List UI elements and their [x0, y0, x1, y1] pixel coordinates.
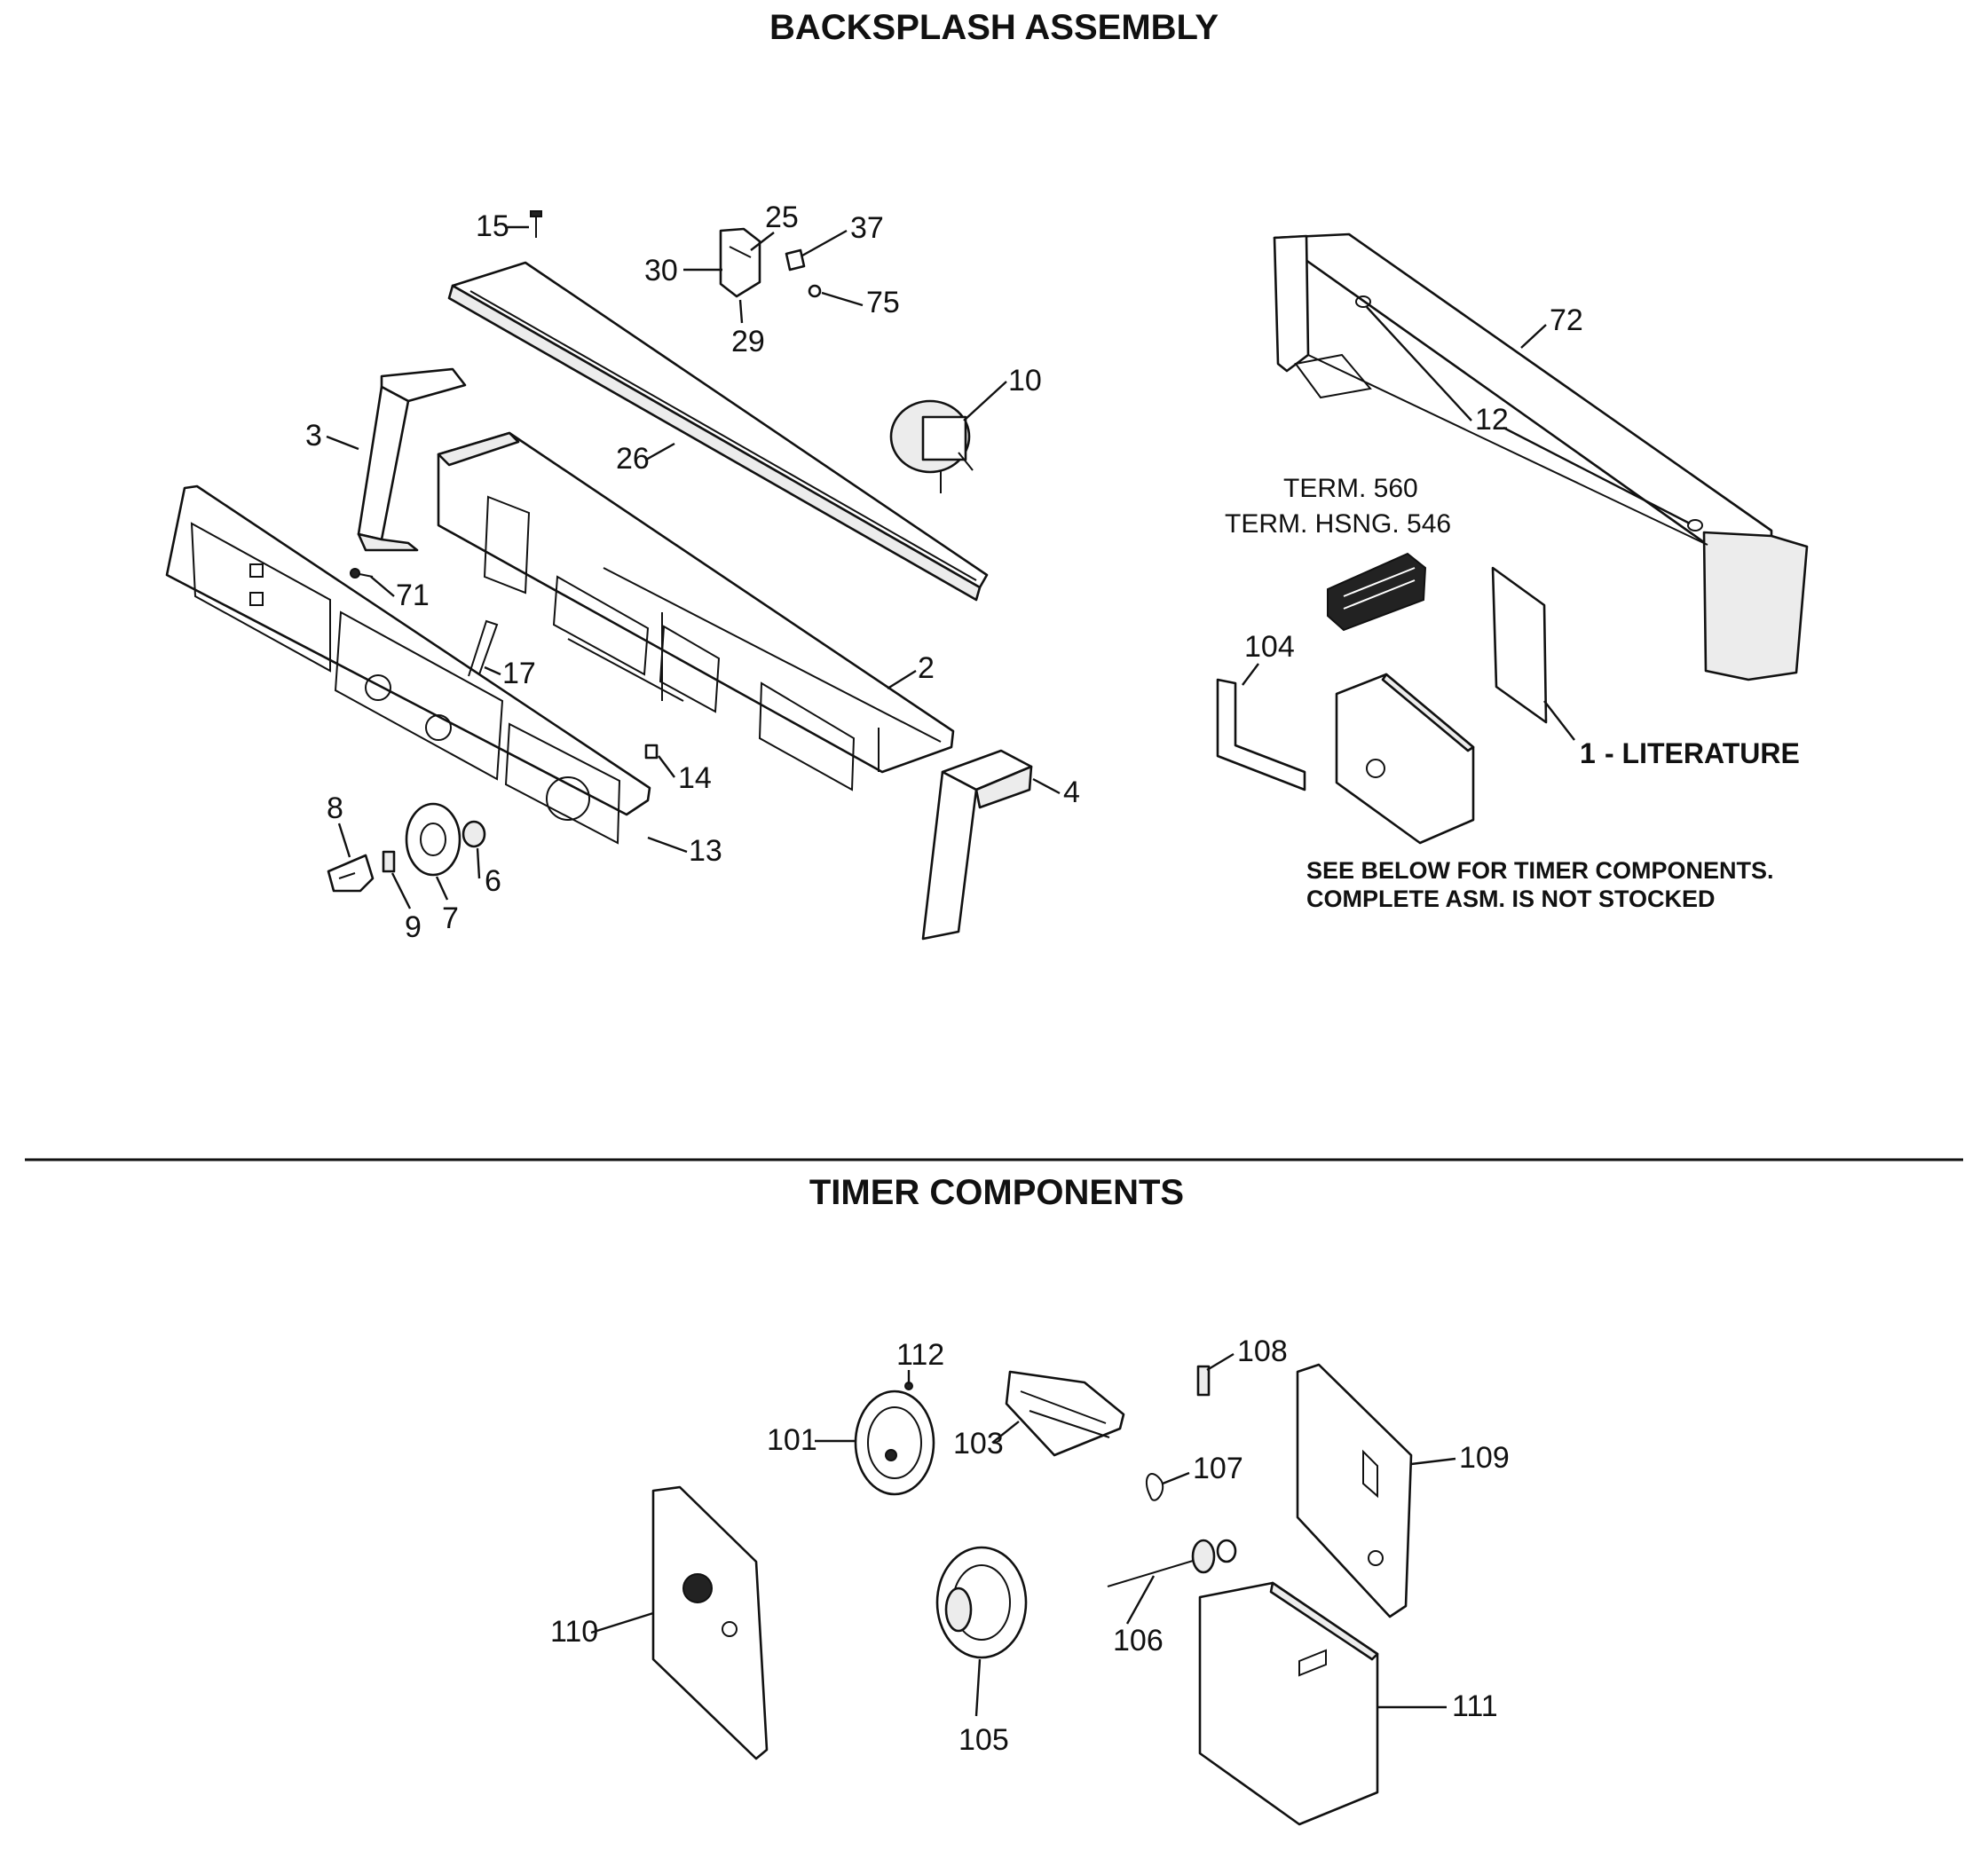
part-103-terminal-strip: [1005, 1370, 1125, 1457]
callout-107: 107: [1193, 1452, 1243, 1485]
part-104-bracket: [1216, 678, 1306, 791]
part-106-shaft: [1107, 1539, 1237, 1587]
callout-29: 29: [731, 325, 765, 358]
part-111-cover: [1198, 1581, 1379, 1826]
part-109-side-plate: [1296, 1363, 1413, 1618]
callout-109: 109: [1459, 1441, 1510, 1475]
part-2-console-body: [437, 431, 955, 791]
terminal-label: TERM. 560: [1283, 474, 1418, 503]
part-108-clip: [1196, 1365, 1211, 1397]
callout-8: 8: [327, 791, 343, 825]
callout-106: 106: [1113, 1624, 1164, 1657]
part-25-switch-bracket: [719, 227, 761, 298]
callout-72: 72: [1550, 303, 1583, 337]
part-1-literature-envelope: [1491, 566, 1548, 724]
callout-6: 6: [485, 864, 501, 898]
callout-7: 7: [442, 902, 459, 935]
part-107-spring: [1145, 1473, 1164, 1501]
literature-label: - LITERATURE: [1605, 737, 1800, 769]
callout-71: 71: [396, 579, 430, 612]
callout-13: 13: [689, 834, 722, 868]
part-7-dial: [405, 802, 462, 877]
part-13-control-panel: [165, 484, 651, 845]
callout-2: 2: [918, 651, 935, 685]
callout-112: 112: [896, 1338, 944, 1372]
terminal-block: [1327, 552, 1427, 632]
callout-15: 15: [476, 209, 509, 243]
note-line-1: SEE BELOW FOR TIMER COMPONENTS.: [1306, 857, 1774, 884]
callout-3: 3: [305, 419, 322, 453]
part-71-screw: [350, 568, 374, 579]
callout-14: 14: [678, 761, 712, 795]
callout-108: 108: [1237, 1335, 1288, 1368]
callout-9: 9: [405, 910, 422, 944]
leader-lines: [326, 225, 1691, 1717]
callout-12: 12: [1475, 403, 1509, 437]
callout-25: 25: [765, 201, 799, 234]
part-72-rear-cover: [1273, 232, 1809, 681]
part-15-screw: [530, 210, 542, 238]
callout-26: 26: [616, 442, 650, 476]
part-110-back-plate: [651, 1485, 769, 1760]
part-8-knob: [327, 854, 375, 893]
part-75-nut: [808, 284, 822, 298]
callout-103: 103: [953, 1427, 1004, 1461]
backsplash-assembly-heading: BACKSPLASH ASSEMBLY: [769, 8, 1219, 47]
part-4-right-end-cap: [921, 749, 1033, 941]
callout-110: 110: [550, 1615, 598, 1649]
callout-37: 37: [850, 211, 884, 245]
timer-components-heading: TIMER COMPONENTS: [809, 1173, 1184, 1212]
callout-104: 104: [1244, 630, 1295, 664]
part-105-cam-drum: [935, 1546, 1028, 1659]
callout-labels: 15 25 37 30 75 29 10 3 26 71 17 2 14 8 6…: [305, 201, 1800, 1757]
part-9-spring: [382, 850, 396, 873]
callout-1: 1: [1580, 737, 1596, 769]
timer-assembly: [1335, 673, 1475, 845]
part-10-pressure-switch: [889, 399, 974, 493]
note-line-2: COMPLETE ASM. IS NOT STOCKED: [1306, 886, 1716, 912]
part-3-left-end-cap: [357, 367, 467, 552]
callout-17: 17: [502, 657, 536, 690]
part-17-clip: [468, 619, 499, 677]
part-6-knob-cap: [462, 820, 486, 848]
terminal-housing-label: TERM. HSNG. 546: [1225, 509, 1451, 539]
part-26-top-cap: [447, 261, 989, 602]
part-14-clip: [644, 744, 659, 760]
callout-111: 111: [1452, 1689, 1498, 1723]
callout-75: 75: [866, 286, 900, 319]
callout-10: 10: [1008, 364, 1042, 398]
callout-30: 30: [644, 254, 678, 287]
callout-4: 4: [1063, 776, 1080, 809]
part-37-clip: [785, 248, 806, 272]
part-101-timer-motor: [854, 1390, 935, 1496]
callout-101: 101: [767, 1423, 817, 1457]
callout-105: 105: [958, 1723, 1009, 1757]
